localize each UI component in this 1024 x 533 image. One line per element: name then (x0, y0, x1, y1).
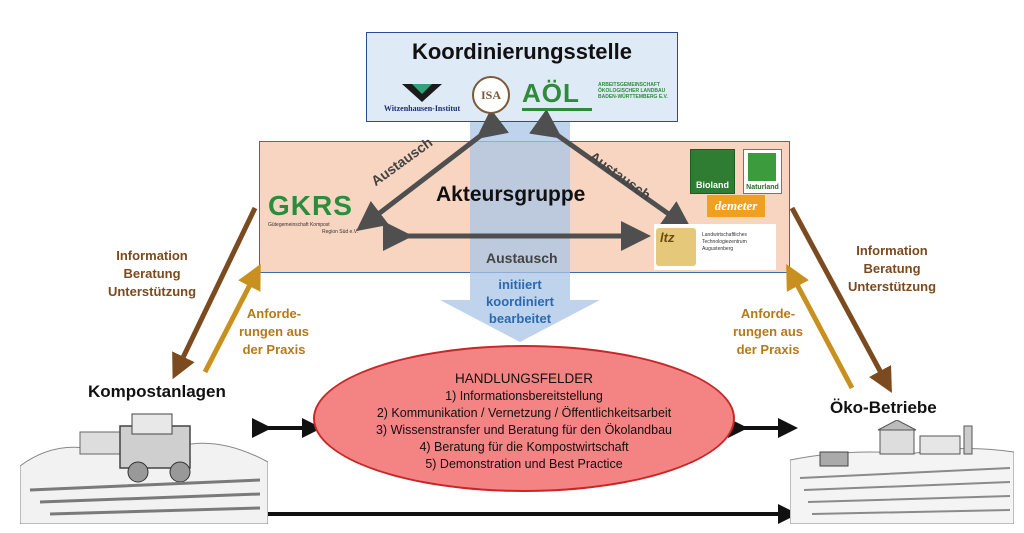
actor-oeko-betriebe: Öko-Betriebe (830, 398, 937, 417)
handlungsfeld-item: 3) Wissenstransfer und Beratung für den … (375, 423, 672, 437)
ltz-logo-subtitle: Landwirtschaftliches Technologiezentrum … (702, 232, 747, 253)
demeter-logo: demeter (707, 195, 765, 217)
right-info-line: Information (856, 243, 928, 258)
gkrs-logo-subtitle: Gütegemeinschaft Kompost Region Süd e.V. (268, 222, 358, 236)
ltz-subtitle-line: Landwirtschaftliches (702, 232, 748, 238)
akteursgruppe-title: Akteursgruppe (436, 183, 586, 206)
left-requirements-line: Anforde- (246, 306, 302, 321)
naturland-leaf-icon (748, 153, 776, 181)
bioland-logo: Bioland (690, 149, 735, 194)
witzenhausen-logo-mark (402, 84, 442, 102)
koordinierungsstelle-title: Koordinierungsstelle (411, 39, 633, 64)
flow-band-arrowhead (440, 300, 600, 342)
ltz-subtitle-line: Technologiezentrum (702, 239, 747, 245)
witzenhausen-logo: Witzenhausen-Institut (380, 82, 464, 116)
naturland-logo: Naturland (743, 149, 782, 194)
left-info-line: Beratung (123, 266, 181, 281)
ltz-logo: ltz Landwirtschaftliches Technologiezent… (654, 224, 776, 270)
handlungsfeld-item: 1) Informationsbereitstellung (445, 389, 603, 403)
gkrs-logo: GKRS Gütegemeinschaft Kompost Region Süd… (266, 190, 362, 240)
actor-kompostanlagen: Kompostanlagen (88, 382, 226, 401)
naturland-logo-text: Naturland (746, 184, 779, 191)
info-arrow-left (172, 206, 258, 380)
aoel-subtitle-line: ARBEITSGEMEINSCHAFT (598, 82, 660, 88)
right-info-line: Unterstützung (847, 279, 937, 294)
flow-label: initiiert koordiniert bearbeitet (470, 276, 570, 327)
left-requirements-line: rungen aus (238, 324, 310, 339)
ltz-wheat-icon (656, 228, 696, 266)
gkrs-subtitle-line: Region Süd e.V. (322, 229, 358, 235)
aoel-logo-subtitle: ARBEITSGEMEINSCHAFT ÖKOLOGISCHER LANDBAU… (598, 82, 668, 100)
flow-label-line: initiiert (498, 277, 542, 292)
exchange-arrow-left (356, 108, 510, 232)
isa-logo: ISA (472, 76, 510, 114)
right-requirements-line: der Praxis (736, 342, 800, 357)
aoel-subtitle-line: ÖKOLOGISCHER LANDBAU (598, 88, 666, 94)
aoel-logo-text: AÖL (522, 78, 580, 108)
aoel-logo: AÖL ARBEITSGEMEINSCHAFT ÖKOLOGISCHER LAN… (522, 78, 672, 118)
gkrs-subtitle-line: Gütegemeinschaft Kompost (268, 222, 330, 228)
handlungsfeld-item: 4) Beratung für die Kompostwirtschaft (419, 440, 629, 454)
left-requirements-line: der Praxis (242, 342, 306, 357)
flow-label-line: bearbeitet (488, 311, 552, 326)
handlungsfelder-ellipse: HANDLUNGSFELDER 1) Informationsbereitste… (313, 345, 735, 492)
ltz-logo-text: ltz (660, 230, 675, 245)
ltz-subtitle-line: Augustenberg (702, 246, 734, 252)
flow-label-line: koordiniert (486, 294, 554, 309)
info-arrow-right (789, 206, 892, 393)
exchange-arrow-right (529, 109, 693, 231)
witzenhausen-logo-text: Witzenhausen-Institut (383, 104, 461, 113)
right-requirements-line: Anforde- (740, 306, 796, 321)
demeter-logo-text: demeter (714, 198, 758, 213)
left-info-line: Information (116, 248, 188, 263)
exchange-label-bottom: Austausch (486, 250, 558, 266)
aoel-subtitle-line: BADEN-WÜRTTEMBERG E.V. (598, 94, 668, 100)
gkrs-logo-text: GKRS (268, 190, 353, 221)
right-requirements-label: Anforde- rungen aus der Praxis (722, 305, 814, 359)
koordinierungsstelle-box: Koordinierungsstelle (366, 32, 678, 122)
isa-logo-text: ISA (480, 88, 501, 102)
kompostanlage-illustration (20, 413, 268, 524)
right-info-line: Beratung (863, 261, 921, 276)
aoel-underline (522, 108, 592, 111)
requirements-arrow-right (786, 263, 855, 390)
left-requirements-label: Anforde- rungen aus der Praxis (232, 305, 316, 359)
right-requirements-line: rungen aus (732, 324, 804, 339)
bioland-logo-text: Bioland (696, 180, 729, 190)
handlungsfelder-title: HANDLUNGSFELDER (454, 371, 594, 386)
handlungsfeld-item: 2) Kommunikation / Vernetzung / Öffentli… (376, 406, 672, 420)
requirements-arrow-left (202, 263, 261, 374)
handlungsfeld-item: 5) Demonstration und Best Practice (425, 457, 623, 471)
left-info-label: Information Beratung Unterstützung (96, 247, 208, 301)
right-info-label: Information Beratung Unterstützung (836, 242, 948, 296)
left-info-line: Unterstützung (107, 284, 197, 299)
oeko-betrieb-illustration (790, 420, 1014, 524)
